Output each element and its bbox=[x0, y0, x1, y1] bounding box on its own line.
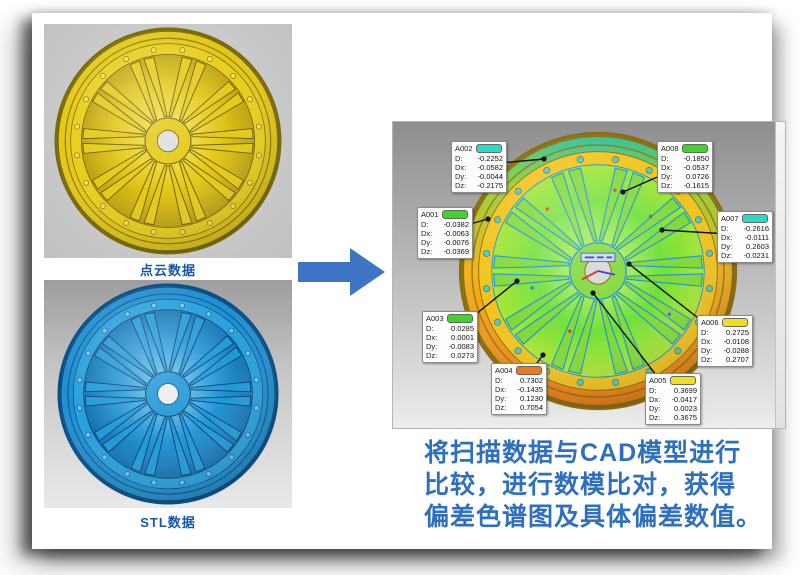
annotation-id: A008 bbox=[661, 144, 679, 153]
annotation-value-row: Dz:-0.1615 bbox=[661, 181, 709, 190]
annotation-id: A002 bbox=[455, 144, 473, 153]
point-cloud-wheel-render bbox=[52, 26, 284, 256]
annotation-id: A007 bbox=[721, 214, 739, 223]
annotation-value-row: Dy:-0.0083 bbox=[426, 342, 474, 351]
annotation-value-row: Dz:0.0273 bbox=[426, 351, 474, 360]
stl-wheel-render bbox=[54, 282, 282, 506]
annotation-value-row: Dy:-0.0044 bbox=[455, 172, 503, 181]
annotation-color-swatch bbox=[741, 214, 768, 223]
caption-point-cloud: 点云数据 bbox=[139, 263, 196, 278]
annotation-value-row: Dx:-0.0063 bbox=[421, 229, 469, 238]
annotation-id: A004 bbox=[495, 366, 513, 375]
annotation-id: A001 bbox=[421, 210, 439, 219]
annotation-value-row: Dx:-0.1435 bbox=[495, 385, 543, 394]
annotation-value-row: Dy:0.2603 bbox=[721, 242, 769, 251]
annotation-value-row: Dy:-0.0076 bbox=[421, 238, 469, 247]
point-cloud-image bbox=[44, 24, 292, 258]
annotation-value-row: Dx:-0.0417 bbox=[649, 395, 697, 404]
flow-arrow bbox=[298, 247, 386, 297]
annotation-value-row: D:-0.2252 bbox=[455, 154, 503, 163]
annotation-value-row: Dx:-0.0537 bbox=[661, 163, 709, 172]
annotation-color-swatch bbox=[441, 210, 468, 219]
annotation-color-swatch bbox=[721, 318, 748, 327]
annotation-value-row: Dz:-0.0231 bbox=[721, 251, 769, 260]
annotation-color-swatch bbox=[475, 144, 502, 153]
annotation-id: A003 bbox=[426, 314, 444, 323]
annotation-value-row: Dz:0.7054 bbox=[495, 403, 543, 412]
annotation-color-swatch bbox=[681, 144, 708, 153]
deviation-wheel-render bbox=[457, 130, 739, 412]
description-line-2: 比较，进行数模比对，获得 bbox=[424, 471, 737, 499]
annotation-value-row: D:-0.2616 bbox=[721, 224, 769, 233]
annotation-value-row: Dy:0.0726 bbox=[661, 172, 709, 181]
annotation-value-row: Dy:0.1230 bbox=[495, 394, 543, 403]
annotation-value-row: Dy:0.0023 bbox=[649, 404, 697, 413]
annotation-value-row: Dz:0.3675 bbox=[649, 413, 697, 422]
annotation-value-row: Dx:-0.0582 bbox=[455, 163, 503, 172]
flow-arrow-icon bbox=[298, 248, 385, 296]
annotation-value-row: D:-0.0382 bbox=[421, 220, 469, 229]
description-line-1: 将扫描数据与CAD模型进行 bbox=[424, 439, 742, 467]
panel-scrollbar bbox=[775, 122, 785, 428]
annotation-id: A005 bbox=[649, 376, 667, 385]
annotation-color-swatch bbox=[446, 314, 473, 323]
annotation-value-row: Dz:-0.2175 bbox=[455, 181, 503, 190]
annotation-value-row: Dz:0.2707 bbox=[701, 355, 749, 364]
description-text: 将扫描数据与CAD模型进行 比较，进行数模比对，获得 偏差色谱图及具体偏差数值。 bbox=[424, 437, 780, 533]
annotation-value-row: Dy:-0.0288 bbox=[701, 346, 749, 355]
annotation-id: A006 bbox=[701, 318, 719, 327]
caption-stl: STL数据 bbox=[140, 515, 196, 530]
annotation-value-row: D:-0.1850 bbox=[661, 154, 709, 163]
stl-image bbox=[44, 280, 292, 508]
annotation-value-row: D:0.0285 bbox=[426, 324, 474, 333]
annotation-color-swatch bbox=[669, 376, 696, 385]
annotation-value-row: D:0.7302 bbox=[495, 376, 543, 385]
annotation-value-row: D:0.3699 bbox=[649, 386, 697, 395]
annotation-value-row: Dx:-0.0108 bbox=[701, 337, 749, 346]
annotation-value-row: Dz:-0.0369 bbox=[421, 247, 469, 256]
annotation-value-row: Dx:-0.0111 bbox=[721, 233, 769, 242]
description-line-3: 偏差色谱图及具体偏差数值。 bbox=[424, 503, 763, 531]
annotation-value-row: D:0.2725 bbox=[701, 328, 749, 337]
annotation-color-swatch bbox=[515, 366, 542, 375]
annotation-value-row: Dx:0.0001 bbox=[426, 333, 474, 342]
